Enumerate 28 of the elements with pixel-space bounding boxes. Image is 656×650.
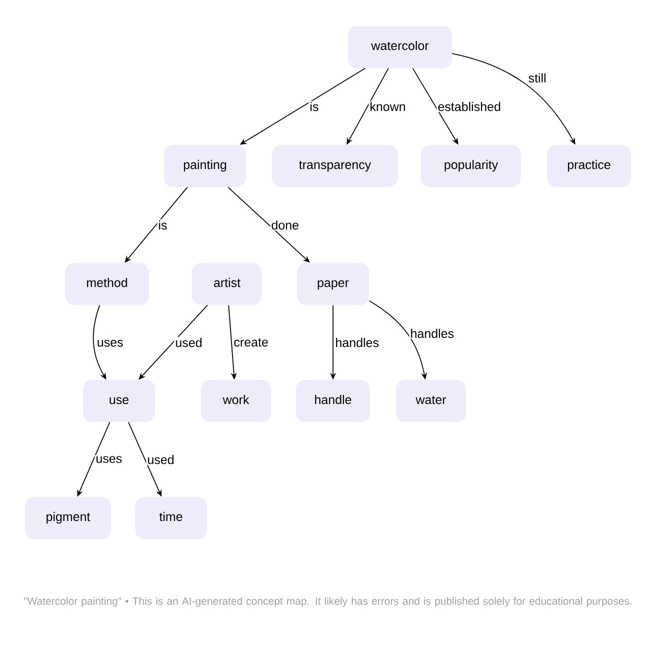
edge-label: done [272,220,298,230]
concept-box: artist [192,263,262,305]
concept-box: handle [296,380,370,422]
concept-box: time [135,497,207,539]
concept-box: popularity [421,145,521,187]
edge-label: create [234,338,268,347]
concept-box: painting [164,145,246,187]
concept-box: work [201,380,271,422]
concept-box: method [65,263,149,305]
concept-box: watercolor [348,26,452,68]
concept-box: water [396,380,466,422]
caption: "Watercolor painting" • This is an AI-generated concept map. It likely has errors and is published solely for educational purposes. [24,597,632,607]
edge-label: uses [98,340,123,347]
edge-label: handles [336,338,379,348]
edge-label: uses [96,456,122,463]
edge-label: established [438,102,500,112]
edge-label: handles [411,328,454,338]
edge-label: is [159,220,167,230]
concept-box: pigment [25,497,111,539]
edge-label: is [310,102,318,112]
concept-box: use [83,380,155,422]
edge-label: used [176,338,202,348]
edge-label: known [370,102,405,112]
concept-box: paper [297,263,369,305]
concept-box: transparency [272,145,398,187]
concept-box: practice [547,145,631,187]
edge-label: still [528,73,546,83]
edge-label: used [148,454,174,464]
